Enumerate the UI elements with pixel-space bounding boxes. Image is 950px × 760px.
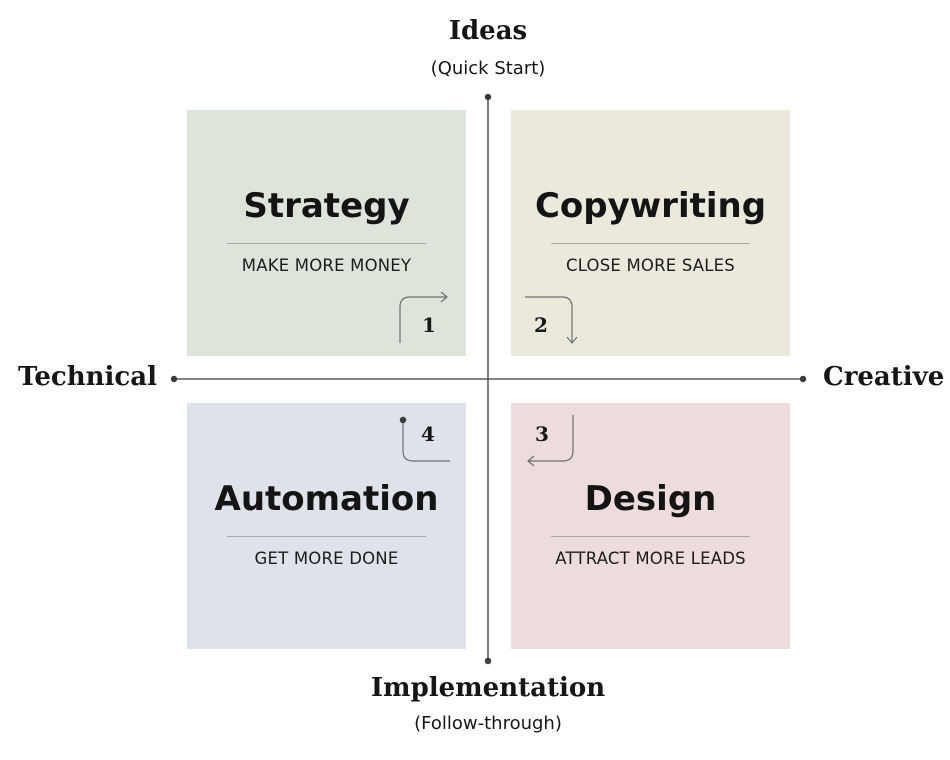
flow-start-dot-icon [399,416,407,424]
flow-arrow-2-icon [525,296,578,344]
quadrant-subtitle: CLOSE MORE SALES [566,256,735,275]
axis-label-bottom: Implementation [370,673,606,703]
quadrant-title: Automation [214,479,439,519]
axis-sublabel-top: (Quick Start) [430,58,546,79]
flow-arrow-1-icon [399,291,448,343]
quadrant-title: Strategy [243,186,410,226]
step-number: 1 [422,313,436,337]
step-number: 2 [534,313,548,337]
flow-arrow-4-icon [402,420,450,462]
quadrant-subtitle: ATTRACT MORE LEADS [555,549,746,568]
quadrant-copywriting: Copywriting CLOSE MORE SALES 2 [511,110,790,356]
step-number: 4 [421,422,435,446]
quadrant-divider [551,243,750,244]
quadrant-divider [227,536,426,537]
axis-sublabel-bottom: (Follow-through) [414,713,562,734]
flow-arrow-3-icon [527,415,574,467]
step-number: 3 [535,422,549,446]
axis-label-top: Ideas [448,16,528,46]
quadrant-title: Copywriting [534,186,767,226]
axis-endpoint-left [170,375,178,383]
quadrant-automation: Automation GET MORE DONE 4 [187,403,466,649]
quadrant-subtitle: GET MORE DONE [254,549,399,568]
quadrant-design: Design ATTRACT MORE LEADS 3 [511,403,790,649]
axis-label-left: Technical [18,362,157,392]
quadrant-strategy: Strategy MAKE MORE MONEY 1 [187,110,466,356]
quadrant-subtitle: MAKE MORE MONEY [241,256,412,275]
quadrant-divider [227,243,426,244]
axis-endpoint-bottom [484,657,492,665]
axis-endpoint-top [484,93,492,101]
axis-label-right: Creative [823,362,945,392]
quadrant-title: Design [584,479,717,519]
axis-endpoint-right [799,375,807,383]
quadrant-divider [551,536,750,537]
